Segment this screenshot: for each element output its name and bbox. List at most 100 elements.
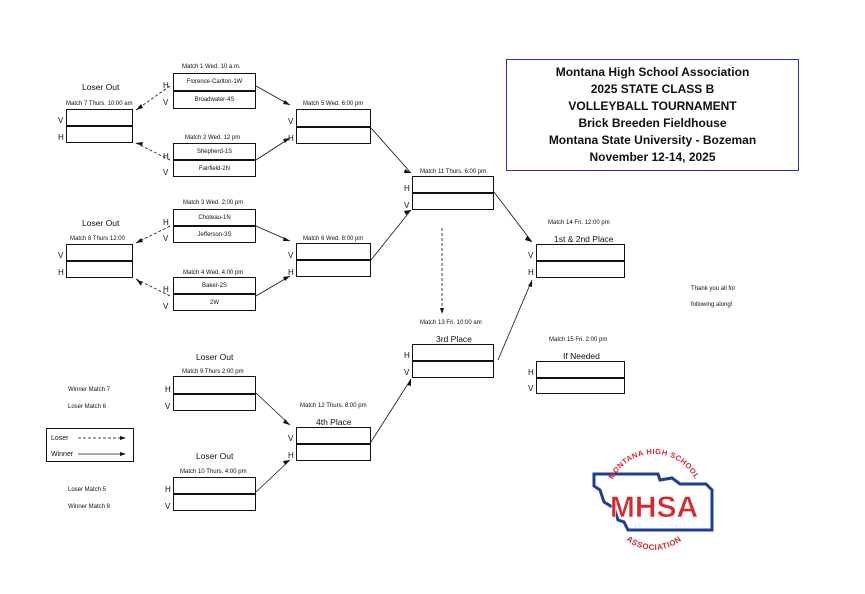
match-5-slot-1 bbox=[296, 109, 371, 127]
match-4-team-1: Baker-2S bbox=[173, 277, 256, 294]
match-10-caption: Loser Out bbox=[196, 451, 234, 461]
title-line-3: VOLLEYBALL TOURNAMENT bbox=[568, 99, 737, 113]
match-14-v: V bbox=[528, 251, 534, 260]
match-6-slot-2 bbox=[296, 260, 371, 277]
match-12-v: V bbox=[288, 434, 294, 443]
match-10-slot-1 bbox=[173, 477, 256, 494]
match-8-label: Match 8 Thurs 12:00 bbox=[70, 236, 125, 242]
match-15-label: Match 15 Fri. 2:00 pm bbox=[549, 337, 608, 343]
match-5-label: Match 5 Wed. 6:00 pm bbox=[303, 101, 364, 107]
match-8-slot-2 bbox=[66, 261, 133, 278]
arrow-m13-to-m14 bbox=[497, 279, 533, 361]
match-7-h: H bbox=[58, 133, 64, 142]
match-5-h: H bbox=[288, 134, 294, 143]
title-line-4: Brick Breeden Fieldhouse bbox=[578, 116, 727, 130]
legend-loser-label: Loser bbox=[51, 435, 69, 442]
match-7-slot-1 bbox=[66, 109, 133, 126]
match-4-team-2: 2W bbox=[173, 294, 256, 311]
match-3-v: V bbox=[163, 234, 169, 243]
match-15-v: V bbox=[528, 384, 534, 393]
match-14-label: Match 14 Fri. 12:00 pm bbox=[548, 220, 610, 226]
loser-arrow-m1-to-m7 bbox=[135, 85, 171, 111]
feed-loser-match-5: Loser Match 5 bbox=[68, 487, 107, 493]
match-1-team-2: Broadwater-4S bbox=[173, 91, 256, 109]
match-6-slot-1 bbox=[296, 243, 371, 260]
logo-main-text: MHSA bbox=[610, 491, 698, 524]
match-13-slot-1 bbox=[412, 344, 494, 361]
match-6-h: H bbox=[288, 268, 294, 277]
match-12-slot-2 bbox=[296, 444, 371, 461]
match-4-v: V bbox=[163, 302, 169, 311]
match-11-label: Match 11 Thurs. 6:00 pm bbox=[420, 169, 487, 175]
match-3-h: H bbox=[163, 218, 169, 227]
thanks-line-1: Thank you all for bbox=[691, 286, 736, 292]
match-9-h: H bbox=[165, 385, 171, 394]
match-15-slot-2 bbox=[536, 378, 625, 394]
match-14-slot-1 bbox=[536, 244, 625, 261]
match-15-slot-1 bbox=[536, 361, 625, 378]
match-7-slot-2 bbox=[66, 126, 133, 143]
legend-box: Loser Winner bbox=[46, 428, 134, 462]
arrow-m10-to-m12 bbox=[255, 459, 291, 493]
mhsa-logo: MONTANA HIGH SCHOOL MHSA ASSOCIATION bbox=[592, 447, 714, 552]
title-line-2: 2025 STATE CLASS B bbox=[590, 82, 715, 96]
match-9-caption: Loser Out bbox=[196, 352, 234, 362]
match-2-team-2: Fairfield-2N bbox=[173, 160, 256, 177]
match-2-h: H bbox=[163, 152, 169, 161]
match-2-label: Match 2 Wed. 12 pm bbox=[185, 135, 241, 141]
match-3-team-1: Choteau-1N bbox=[173, 209, 256, 226]
svg-text:ASSOCIATION: ASSOCIATION bbox=[625, 534, 683, 552]
match-13-slot-2 bbox=[412, 361, 494, 378]
arrow-m6-to-m11 bbox=[370, 209, 412, 261]
match-7-caption: Loser Out bbox=[82, 82, 120, 92]
montana-shape bbox=[592, 472, 714, 532]
tournament-title-box: Montana High School Association 2025 STA… bbox=[506, 59, 799, 171]
match-6-v: V bbox=[288, 251, 294, 260]
match-10-label: Match 10 Thurs. 4:00 pm bbox=[180, 469, 247, 475]
match-13-label: Match 13 Fri. 10:00 am bbox=[420, 320, 482, 326]
match-12-h: H bbox=[288, 451, 294, 460]
legend-winner-label: Winner bbox=[51, 451, 74, 458]
match-10-v: V bbox=[165, 502, 171, 511]
match-1-v: V bbox=[163, 98, 169, 107]
match-11-h: H bbox=[404, 184, 410, 193]
match-14-slot-2 bbox=[536, 261, 625, 278]
match-13-h: H bbox=[404, 351, 410, 360]
match-14-caption: 1st & 2nd Place bbox=[554, 234, 614, 244]
match-11-v: V bbox=[404, 201, 410, 210]
arrow-m12-to-m13 bbox=[370, 378, 412, 443]
match-13-v: V bbox=[404, 368, 410, 377]
match-1-label: Match 1 Wed. 10 a.m. bbox=[182, 64, 241, 70]
match-15-caption: If Needed bbox=[563, 351, 600, 361]
match-5-v: V bbox=[288, 117, 294, 126]
match-2-v: V bbox=[163, 168, 169, 177]
match-4-label: Match 4 Wed. 4:00 pm bbox=[183, 270, 244, 276]
match-15-h: H bbox=[528, 368, 534, 377]
match-11-slot-1 bbox=[412, 176, 494, 193]
match-10-slot-2 bbox=[173, 494, 256, 511]
title-line-6: November 12-14, 2025 bbox=[589, 150, 716, 164]
logo-bottom-text: ASSOCIATION bbox=[625, 534, 683, 552]
match-12-label: Match 12 Thurs. 8:00 pm bbox=[300, 403, 367, 409]
match-9-slot-1 bbox=[173, 376, 256, 394]
match-8-slot-1 bbox=[66, 244, 133, 261]
match-8-caption: Loser Out bbox=[82, 218, 120, 228]
match-9-v: V bbox=[165, 402, 171, 411]
match-7-v: V bbox=[58, 116, 64, 125]
match-12-caption: 4th Place bbox=[316, 417, 352, 427]
match-1-team-1: Florence-Carlton-1W bbox=[173, 73, 256, 91]
thanks-line-2: following along! bbox=[691, 302, 733, 308]
match-10-h: H bbox=[165, 485, 171, 494]
arrow-m9-to-m12 bbox=[255, 392, 291, 426]
feed-loser-match-6: Loser Match 6 bbox=[68, 404, 107, 410]
title-line-5: Montana State University - Bozeman bbox=[548, 133, 757, 147]
match-12-slot-1 bbox=[296, 427, 371, 444]
match-9-slot-2 bbox=[173, 394, 256, 411]
match-8-v: V bbox=[58, 251, 64, 260]
match-14-h: H bbox=[528, 268, 534, 277]
match-13-caption: 3rd Place bbox=[436, 334, 472, 344]
match-4-h: H bbox=[163, 285, 169, 294]
match-11-slot-2 bbox=[412, 193, 494, 210]
match-6-label: Match 6 Wed. 8:00 pm bbox=[303, 236, 364, 242]
